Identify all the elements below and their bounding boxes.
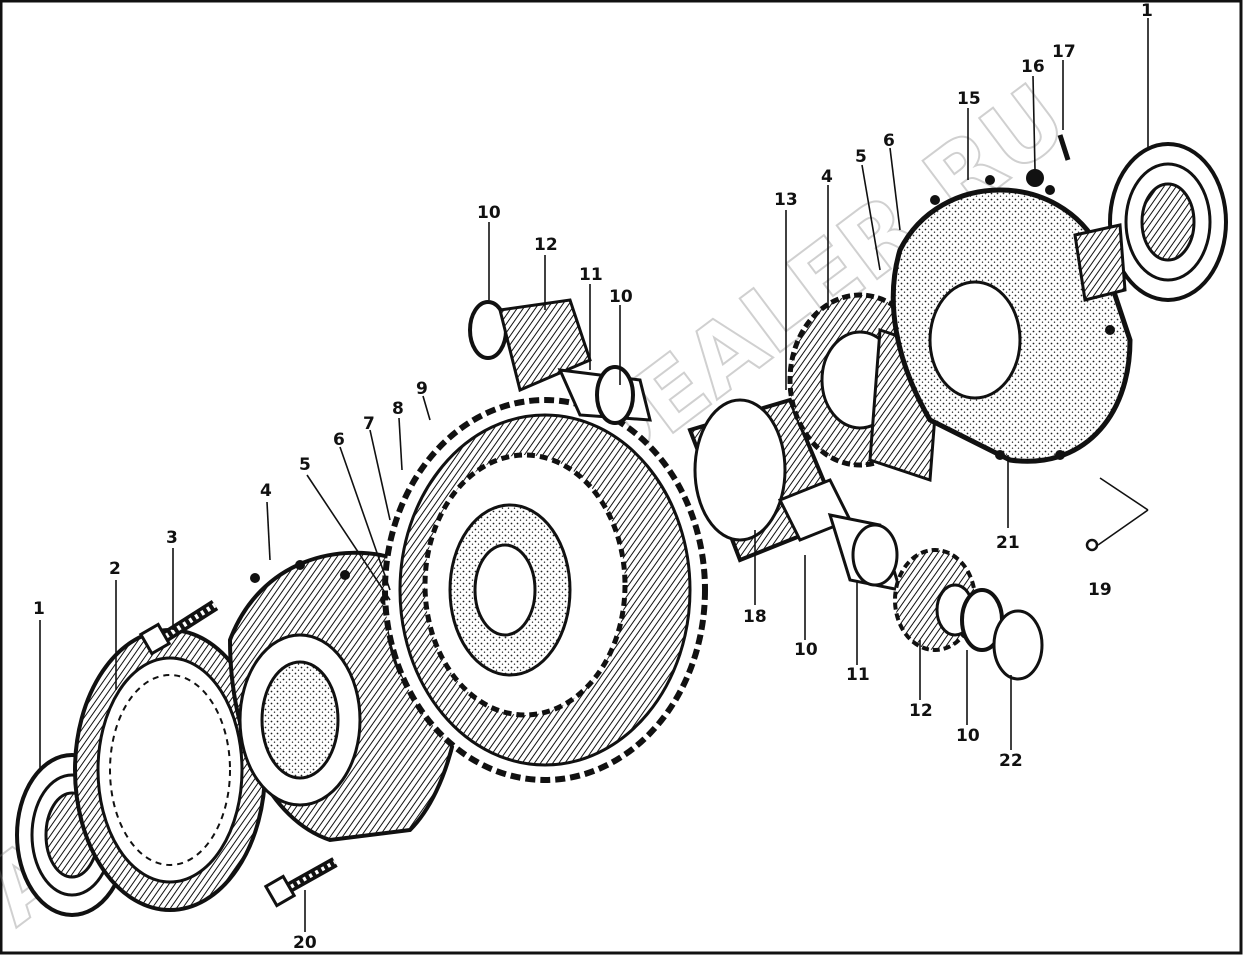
small-bolt	[1085, 538, 1099, 552]
callout-8: 8	[392, 399, 404, 419]
callout-4-right: 4	[821, 167, 833, 187]
callout-19: 19	[1088, 580, 1112, 600]
callout-22: 22	[999, 751, 1023, 771]
callout-1-right: 1	[1141, 1, 1153, 21]
callout-7: 7	[363, 414, 375, 434]
callout-11-lower: 11	[846, 665, 870, 685]
callout-18: 18	[743, 607, 767, 627]
callout-10-bottom: 10	[956, 726, 980, 746]
callout-17: 17	[1052, 42, 1076, 62]
callout-10-mid: 10	[609, 287, 633, 307]
callout-13: 13	[774, 190, 798, 210]
callout-3: 3	[166, 528, 178, 548]
callout-21: 21	[996, 533, 1020, 553]
callout-6-right: 6	[883, 131, 895, 151]
callout-5-right: 5	[855, 147, 867, 167]
callout-12-top: 12	[534, 235, 558, 255]
callout-16: 16	[1021, 57, 1045, 77]
bearing-right	[1073, 142, 1228, 302]
central-shaft	[687, 397, 853, 563]
leader-lines	[39, 18, 1149, 932]
callout-10-lower: 10	[794, 640, 818, 660]
callout-5-left: 5	[299, 455, 311, 475]
differential-housing-right	[890, 175, 1133, 464]
callout-9: 9	[416, 379, 428, 399]
bolt-upper	[138, 599, 219, 656]
nut-and-pin	[1026, 134, 1071, 187]
bolt-lower	[263, 857, 338, 908]
callout-15: 15	[957, 89, 981, 109]
callout-1-left: 1	[33, 599, 45, 619]
callout-20: 20	[293, 933, 317, 953]
small-pinion-lower	[827, 513, 1044, 681]
callout-11-top: 11	[579, 265, 603, 285]
callout-labels: 1 2 3 4 5 6 7 8 9 10 12 11 10 13 4 5 6 1…	[33, 1, 1153, 953]
callout-4-left: 4	[260, 481, 272, 501]
callout-10-top: 10	[477, 203, 501, 223]
large-spur-gear	[382, 397, 708, 783]
pinion-gear-upper	[468, 298, 652, 425]
callout-6-left: 6	[333, 430, 345, 450]
callout-2: 2	[109, 559, 121, 579]
callout-12-lower: 12	[909, 701, 933, 721]
